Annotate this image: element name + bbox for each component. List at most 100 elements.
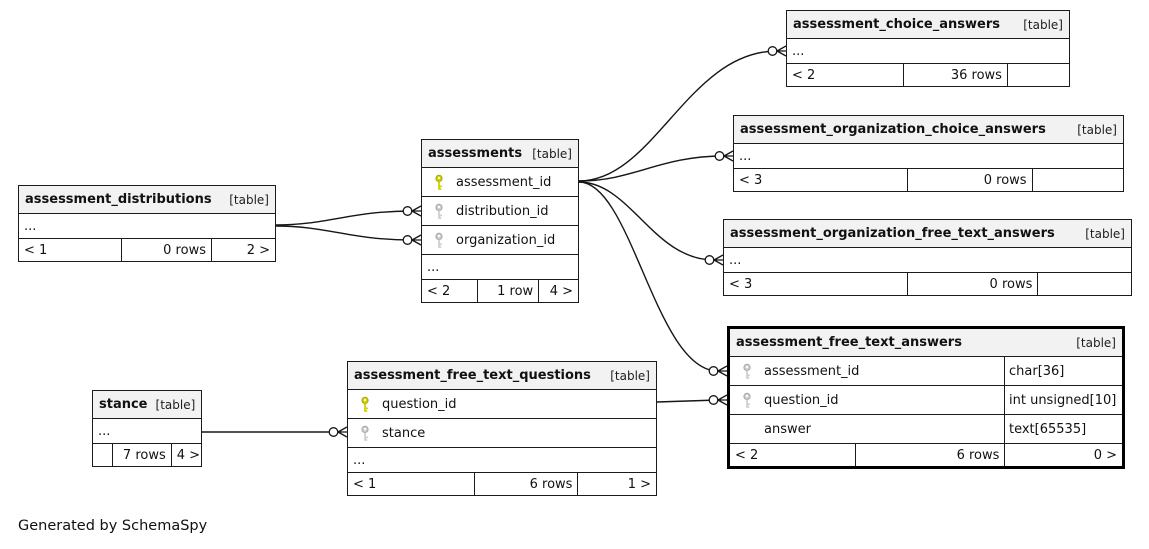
column-name: answer [764, 421, 811, 437]
table-header: assessments [table] [422, 140, 578, 168]
column-name: distribution_id [456, 203, 549, 219]
table-footer: < 1 0 rows 2 > [19, 239, 275, 261]
ellipsis-row: ... [19, 214, 275, 239]
table-footer: < 2 36 rows [787, 64, 1069, 86]
table-badge: [table] [155, 397, 196, 412]
table-badge: [table] [1085, 226, 1125, 241]
ellipsis-row: ... [348, 448, 656, 473]
table-assessment_organization_free_text_answers[interactable]: assessment_organization_free_text_answer… [723, 219, 1132, 296]
footer-rowcount: 6 rows [855, 444, 1004, 466]
table-footer: < 3 0 rows [724, 273, 1131, 295]
footer-children: 2 > [210, 239, 275, 261]
footer-parents: < 2 [792, 67, 816, 83]
relationship-assessments-to-assessment_free_text_answers [578, 181, 728, 377]
table-header: assessment_organization_choice_answers [… [734, 116, 1123, 144]
relationship-assessment_free_text_questions-to-assessment_free_text_answers [656, 394, 728, 406]
table-badge: [table] [1023, 17, 1063, 32]
column-row: assessment_id char[36] [730, 357, 1122, 386]
column-type: text[65535] [1004, 415, 1122, 443]
relationship-assessments-to-assessment_choice_answers [578, 45, 787, 182]
table-footer: < 2 1 row 4 > [422, 280, 578, 302]
column-name: question_id [764, 392, 839, 408]
foreign-key-icon [730, 363, 764, 380]
footer-parents: < 3 [739, 172, 763, 188]
relationship-assessments-to-assessment_organization_free_text_answers [578, 181, 724, 266]
column-row: assessment_id [422, 168, 578, 197]
footer-children: 1 > [577, 473, 656, 495]
footer-parents: < 2 [427, 283, 451, 299]
generated-by-note: Generated by SchemaSpy [18, 518, 208, 534]
column-type: int unsigned[10] [1004, 386, 1122, 414]
relationship-assessment_distributions-to-assessments [275, 225, 422, 246]
column-name: assessment_id [764, 363, 860, 379]
table-stance[interactable]: stance [table] ... 7 rows 4 > [92, 390, 202, 467]
foreign-key-icon [422, 203, 456, 220]
footer-parents: < 3 [729, 276, 753, 292]
table-header: assessment_free_text_questions [table] [348, 362, 656, 390]
table-header: stance [table] [93, 391, 201, 419]
table-name[interactable]: assessment_organization_free_text_answer… [730, 226, 1055, 241]
table-name[interactable]: assessment_choice_answers [793, 17, 1000, 32]
footer-parents: < 1 [24, 242, 48, 258]
table-assessment_distributions[interactable]: assessment_distributions [table] ... < 1… [18, 185, 276, 262]
column-name: organization_id [456, 232, 556, 248]
table-name[interactable]: assessment_free_text_answers [736, 335, 962, 350]
footer-parents: < 2 [735, 447, 759, 463]
table-header: assessment_organization_free_text_answer… [724, 220, 1131, 248]
table-assessment_free_text_answers[interactable]: assessment_free_text_answers [table] ass… [727, 326, 1125, 469]
column-row: question_id int unsigned[10] [730, 386, 1122, 415]
column-name: assessment_id [456, 174, 552, 190]
table-badge: [table] [1076, 335, 1116, 350]
primary-key-icon [348, 396, 382, 413]
footer-children [1037, 273, 1131, 295]
relationship-stance-to-assessment_free_text_questions [202, 426, 348, 438]
table-badge: [table] [532, 146, 572, 161]
table-name[interactable]: assessment_organization_choice_answers [740, 122, 1046, 137]
footer-rowcount: 0 rows [907, 273, 1037, 295]
foreign-key-icon [422, 232, 456, 249]
table-footer: < 3 0 rows [734, 169, 1123, 191]
footer-rowcount: 1 row [477, 280, 538, 302]
footer-rowcount: 0 rows [907, 169, 1031, 191]
table-header: assessment_free_text_answers [table] [730, 329, 1122, 357]
table-assessment_choice_answers[interactable]: assessment_choice_answers [table] ... < … [786, 10, 1070, 87]
column-row: answer text[65535] [730, 415, 1122, 444]
ellipsis-row: ... [734, 144, 1123, 169]
table-assessment_organization_choice_answers[interactable]: assessment_organization_choice_answers [… [733, 115, 1124, 192]
footer-children [1031, 169, 1123, 191]
ellipsis-row: ... [787, 39, 1069, 64]
table-footer: < 2 6 rows 0 > [730, 444, 1122, 466]
column-row: stance [348, 419, 656, 448]
foreign-key-icon [730, 392, 764, 409]
footer-children: 4 > [170, 444, 205, 466]
footer-rowcount: 7 rows [112, 444, 170, 466]
footer-parents [93, 444, 112, 466]
column-row: organization_id [422, 226, 578, 255]
footer-children [1006, 64, 1069, 86]
ellipsis-row: ... [724, 248, 1131, 273]
foreign-key-icon [348, 425, 382, 442]
table-name[interactable]: assessment_distributions [25, 192, 212, 207]
footer-children: 0 > [1004, 444, 1122, 466]
table-assessments[interactable]: assessments [table] assessment_id distri… [421, 139, 579, 303]
table-name[interactable]: assessment_free_text_questions [354, 368, 591, 383]
column-row: distribution_id [422, 197, 578, 226]
footer-rowcount: 0 rows [121, 239, 211, 261]
ellipsis-row: ... [93, 419, 201, 444]
table-badge: [table] [1077, 122, 1117, 137]
footer-children: 4 > [538, 280, 578, 302]
table-assessment_free_text_questions[interactable]: assessment_free_text_questions [table] q… [347, 361, 657, 496]
table-header: assessment_choice_answers [table] [787, 11, 1069, 39]
column-row: question_id [348, 390, 656, 419]
footer-parents: < 1 [353, 476, 377, 492]
table-footer: 7 rows 4 > [93, 444, 201, 466]
table-name[interactable]: stance [99, 397, 148, 412]
table-badge: [table] [610, 368, 650, 383]
column-name: stance [382, 425, 426, 441]
table-name[interactable]: assessments [428, 146, 523, 161]
footer-rowcount: 6 rows [474, 473, 577, 495]
column-type: char[36] [1004, 357, 1122, 385]
footer-rowcount: 36 rows [902, 64, 1007, 86]
